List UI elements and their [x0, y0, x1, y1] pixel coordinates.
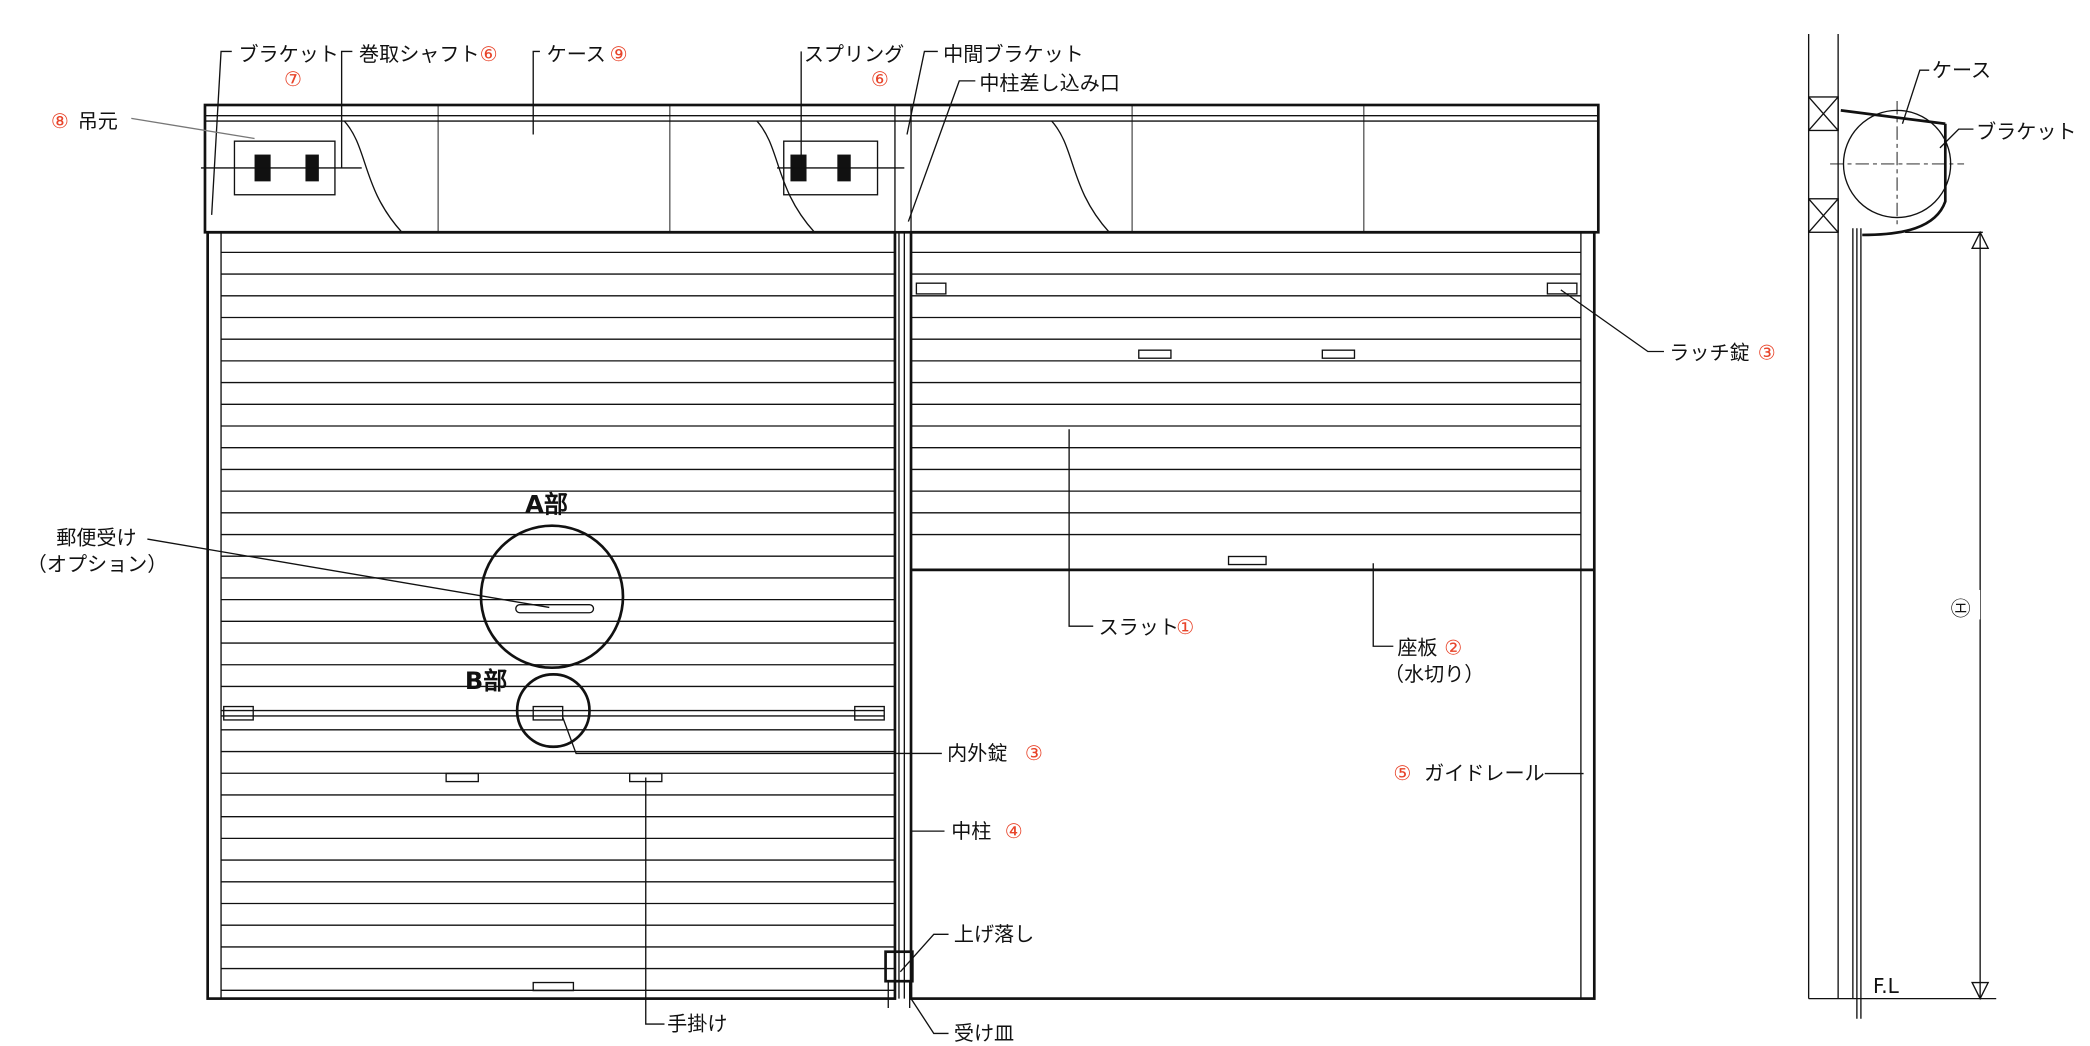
- detail-circle-a: [479, 524, 625, 670]
- label-spring: スプリング: [804, 42, 904, 66]
- label-section-case: ケース: [1932, 58, 1991, 82]
- label-part-b: B部: [465, 667, 507, 695]
- latch-left: [915, 282, 947, 295]
- latch-right: [1546, 282, 1578, 295]
- label-seat-board-number: ②: [1444, 635, 1462, 659]
- label-seat-board: 座板: [1397, 635, 1437, 659]
- label-spring-number: ⑥: [871, 67, 889, 91]
- label-latch-lock-number: ③: [1758, 341, 1776, 365]
- label-floor-level: F.L: [1873, 974, 1900, 998]
- label-post-socket: 中柱差し込み口: [979, 71, 1120, 95]
- handle-left: [445, 772, 479, 783]
- label-bracket: ブラケット: [238, 42, 338, 66]
- label-part-a: A部: [525, 490, 568, 518]
- side-section-view: [1807, 33, 1997, 1019]
- label-guide-rail: ガイドレール: [1424, 761, 1544, 785]
- label-bracket-number: ⑦: [284, 67, 302, 91]
- label-handle: 手掛け: [667, 1012, 727, 1036]
- label-case: ケース: [547, 42, 606, 66]
- label-height-mark: ㋓: [1951, 596, 1971, 620]
- label-seat-board-sub: （水切り）: [1384, 662, 1484, 686]
- shaft-mechanism-left: [200, 140, 362, 196]
- label-hanger-number: ⑧: [51, 109, 69, 133]
- label-mailbox-option: （オプション）: [27, 552, 168, 576]
- label-hanger: 吊元: [78, 109, 118, 133]
- handle-upper-2: [1321, 349, 1356, 359]
- label-center-post: 中柱: [951, 819, 991, 843]
- leader-lines: [131, 50, 1664, 1035]
- case-front: [203, 103, 1600, 234]
- label-inner-outer-lock: 内外錠: [947, 741, 1007, 765]
- mail-slot: [515, 604, 595, 614]
- label-drop-bolt: 上げ落し: [954, 922, 1034, 946]
- label-shaft: 巻取シャフト: [359, 42, 479, 66]
- label-shaft-number: ⑥: [480, 42, 498, 66]
- label-slat-number: ①: [1176, 615, 1194, 639]
- label-guide-rail-number: ⑤: [1393, 761, 1411, 785]
- center-post-drawing: [884, 232, 914, 1008]
- shutter-left: [206, 230, 897, 1000]
- handle-upper-1: [1138, 349, 1172, 359]
- label-latch-lock: ラッチ錠: [1669, 341, 1749, 365]
- lock-bar: [221, 705, 885, 721]
- label-mailbox: 郵便受け: [56, 525, 136, 549]
- label-receiver: 受け皿: [954, 1021, 1014, 1045]
- label-case-number: ⑨: [610, 42, 628, 66]
- label-mid-bracket: 中間ブラケット: [943, 42, 1084, 66]
- bottom-handle: [532, 981, 575, 992]
- label-slat: スラット: [1099, 615, 1179, 639]
- label-inner-outer-lock-number: ③: [1025, 741, 1043, 765]
- shutter-right: [909, 230, 1596, 1000]
- shaft-mechanism-right: [777, 140, 905, 196]
- label-section-bracket: ブラケット: [1976, 119, 2076, 143]
- label-center-post-number: ④: [1005, 819, 1023, 843]
- detail-circle-b: [515, 673, 591, 749]
